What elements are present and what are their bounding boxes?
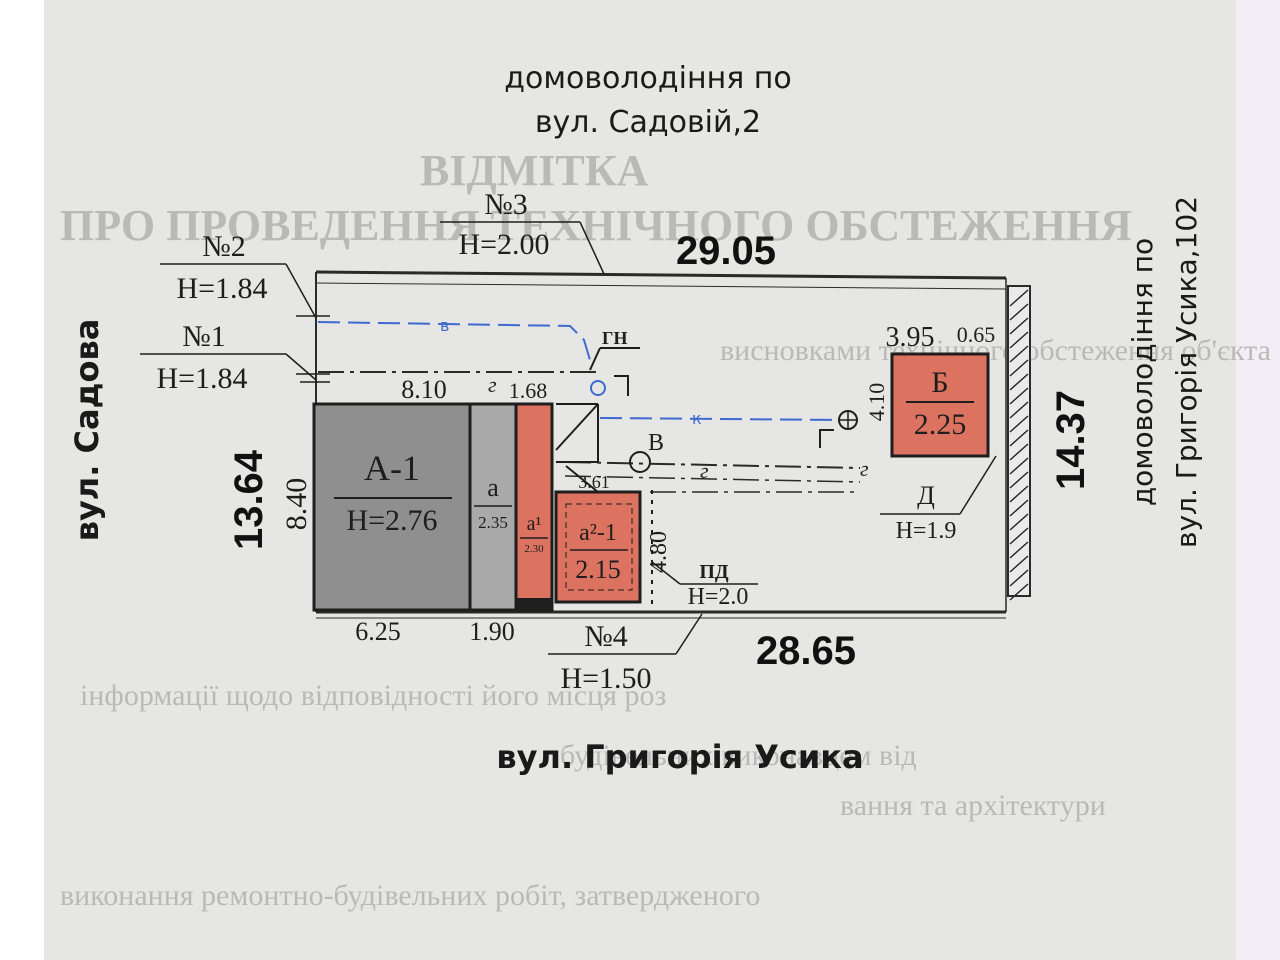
gas-inlet-label: ГН [602, 328, 627, 348]
north-neighbor-line1: домоволодіння по [504, 61, 792, 96]
building-b: Б 2.25 [890, 352, 990, 458]
dim-480: 4.80 [646, 531, 672, 573]
bg-line-1: висновками технічного обстеження об'єкта [720, 334, 1271, 367]
building-a-prime-name: а¹ [527, 513, 542, 535]
dim-810: 8.10 [401, 375, 447, 404]
well-symbol: В [629, 430, 664, 473]
building-b-height: 2.25 [914, 408, 967, 441]
fence-labels: №3 H=2.00 №2 H=1.84 №1 H=1.84 №4 H=1.50 [156, 188, 651, 695]
building-a1-name: А-1 [364, 448, 420, 488]
dim-b-height: 4.10 [864, 383, 889, 422]
building-b-name: Б [931, 366, 948, 399]
building-a1-height: H=2.76 [346, 504, 437, 537]
segment-dimensions: 8.10 1.68 3.61 6.25 1.90 3.95 0.65 4.10 … [280, 322, 995, 646]
page-edge [1236, 0, 1280, 960]
east-neighbor-line2: вул. Григорія Усика,102 [1170, 196, 1203, 548]
bg-line-5: виконання ремонтно-будівельних робіт, за… [60, 879, 760, 912]
well-label: В [648, 430, 664, 456]
plot-boundary [315, 270, 1007, 619]
structure-d-height: H=1.9 [896, 518, 957, 544]
fence-1-number: №1 [182, 320, 226, 353]
gas-line: г г г [318, 371, 869, 493]
fence-4-number: №4 [584, 620, 628, 653]
bg-line-3: будівельних виконавцем від [560, 739, 917, 772]
building-a2-1: а²-1 2.15 [554, 490, 642, 604]
structure-pd: ПД H=2.0 [651, 490, 758, 610]
structure-pd-name: ПД [699, 561, 729, 583]
south-street-label: вул. Григорія Усика [496, 738, 863, 776]
background-print: ВІДМІТКА ПРО ПРОВЕДЕННЯ ТЕХНІЧНОГО ОБСТЕ… [60, 146, 1271, 912]
structure-pd-height: H=2.0 [688, 584, 749, 610]
gas-line-label-2: г [700, 458, 709, 483]
water-line-label: в [440, 316, 449, 335]
east-fence-wall [1007, 285, 1031, 601]
building-a-height: 2.35 [478, 513, 508, 532]
dim-bottom: 28.65 [756, 629, 856, 673]
building-a1: А-1 H=2.76 [312, 402, 472, 612]
structure-d-name: Д [917, 481, 935, 510]
fence-3-number: №3 [484, 188, 528, 221]
dim-361: 3.61 [578, 472, 610, 492]
dim-right: 14.37 [1049, 390, 1093, 490]
fence-leaders [140, 221, 703, 655]
sewer-line-label: к [692, 409, 702, 428]
dim-a-width: 1.90 [469, 617, 515, 646]
paper-sheet [44, 0, 1236, 960]
bg-subheading: ПРО ПРОВЕДЕННЯ ТЕХНІЧНОГО ОБСТЕЖЕННЯ [60, 201, 1132, 250]
location-labels: домоволодіння по вул. Садовій,2 домоволо… [68, 61, 1203, 776]
dim-a1-width: 6.25 [355, 617, 401, 646]
bg-line-4: вання та архітектури [840, 789, 1106, 822]
water-line: в [317, 316, 591, 361]
fence-2-number: №2 [202, 230, 246, 263]
dim-b-gap: 0.65 [957, 322, 996, 347]
gas-line-label-3: г [860, 456, 869, 481]
dim-168: 1.68 [509, 378, 548, 403]
gas-inlet-symbol: ГН [589, 328, 640, 396]
dim-top: 29.05 [676, 229, 776, 273]
building-a2-1-name: а²-1 [579, 520, 617, 546]
fence-2-height: H=1.84 [176, 272, 267, 305]
east-neighbor-line1: домоволодіння по [1126, 238, 1159, 506]
sewer-manhole-symbol [819, 410, 858, 448]
entrance-structure [555, 403, 599, 493]
building-a-name: а [487, 473, 499, 502]
structure-d: Д H=1.9 [880, 455, 997, 544]
bg-line-2: інформації щодо відповідності його місця… [80, 679, 666, 712]
building-a2-1-height: 2.15 [575, 555, 621, 584]
building-a-prime: а¹ 2.30 [514, 402, 554, 612]
bg-heading: ВІДМІТКА [420, 146, 649, 195]
building-a-prime-height: 2.30 [524, 543, 544, 555]
plot-dimensions: 29.05 28.65 13.64 14.37 [227, 229, 1093, 673]
dim-a1-height: 8.40 [280, 478, 313, 531]
north-neighbor-line2: вул. Садовій,2 [535, 105, 761, 140]
sewer-line: к [599, 409, 841, 428]
fence-4-height: H=1.50 [560, 662, 651, 695]
west-street-label: вул. Садова [68, 319, 106, 542]
gas-line-label: г [488, 372, 497, 397]
fence-3-height: H=2.00 [458, 228, 549, 261]
fence-1-height: H=1.84 [156, 362, 247, 395]
building-a: а 2.35 [468, 402, 518, 612]
dim-left: 13.64 [227, 449, 271, 550]
dim-b-width: 3.95 [886, 322, 935, 353]
